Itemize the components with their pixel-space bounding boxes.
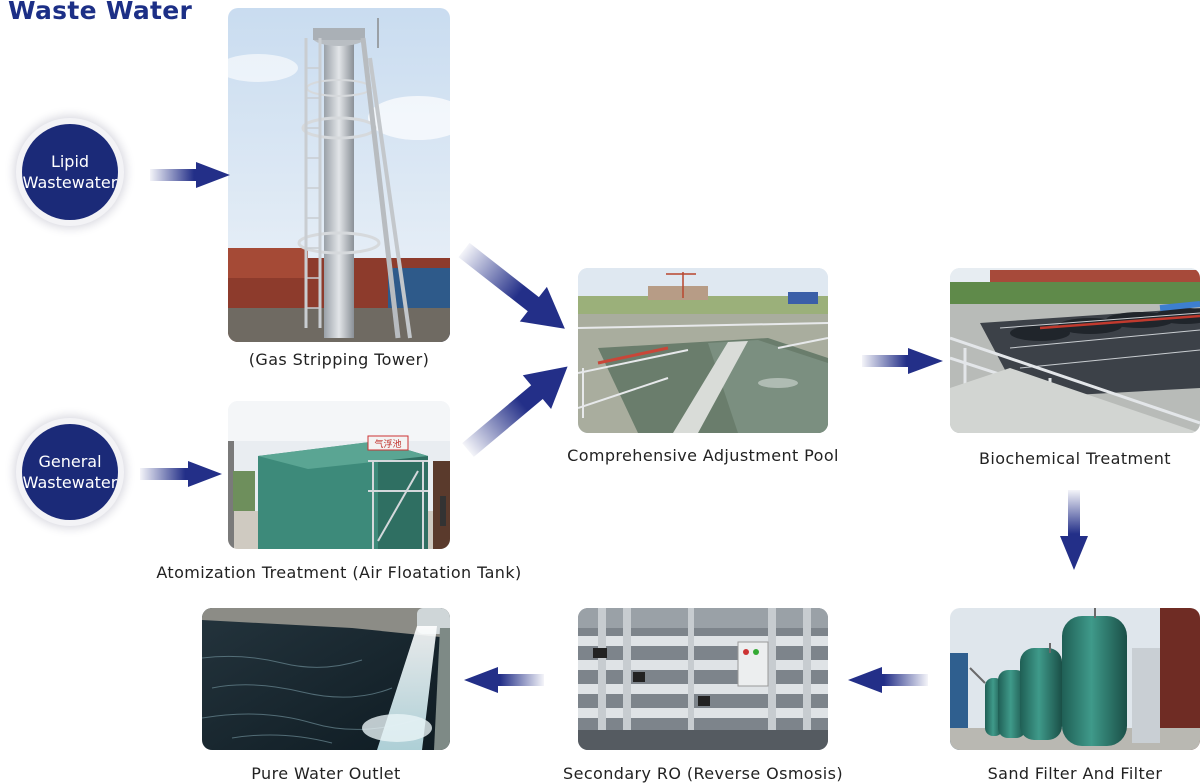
arrow-lipid-to-tower xyxy=(150,162,230,188)
atomization-treatment-caption: Atomization Treatment (Air Floatation Ta… xyxy=(156,563,522,582)
arrow-pool-to-biochemical xyxy=(862,348,943,374)
arrow-sand-filter-to-ro xyxy=(848,667,928,693)
sand-filter-caption: Sand Filter And Filter xyxy=(987,764,1163,783)
arrow-biochemical-to-sand-filter xyxy=(1060,490,1088,570)
node-label-line2: Wastewater xyxy=(22,173,118,192)
pure-water-photo xyxy=(202,608,450,750)
secondary-ro-caption: Secondary RO (Reverse Osmosis) xyxy=(563,764,843,783)
gas-stripping-tower-photo xyxy=(228,8,450,342)
arrow-general-to-tank xyxy=(140,461,222,487)
biochemical-treatment-caption: Biochemical Treatment xyxy=(979,449,1171,468)
lipid-wastewater-node: Lipid Wastewater xyxy=(22,124,118,220)
pure-water-caption: Pure Water Outlet xyxy=(251,764,401,783)
node-label-line2: Wastewater xyxy=(22,473,118,492)
adjustment-pool-caption: Comprehensive Adjustment Pool xyxy=(567,446,839,465)
biochemical-treatment-photo xyxy=(950,268,1200,433)
node-label-line1: Lipid xyxy=(50,152,90,171)
node-label-line1: General xyxy=(38,452,102,471)
tank-sign-text: 气浮池 xyxy=(374,438,401,450)
page-title: Waste Water xyxy=(8,0,193,25)
gas-stripping-tower-caption: (Gas Stripping Tower) xyxy=(248,350,430,369)
sand-filter-photo xyxy=(950,608,1200,750)
general-wastewater-node: General Wastewater xyxy=(22,424,118,520)
secondary-ro-photo xyxy=(578,608,828,750)
arrow-tower-to-pool xyxy=(458,242,565,329)
arrow-ro-to-pure-water xyxy=(464,667,544,693)
arrow-tank-to-pool xyxy=(462,366,568,457)
atomization-tank-photo: 气浮池 xyxy=(228,401,450,549)
adjustment-pool-photo xyxy=(578,268,828,433)
